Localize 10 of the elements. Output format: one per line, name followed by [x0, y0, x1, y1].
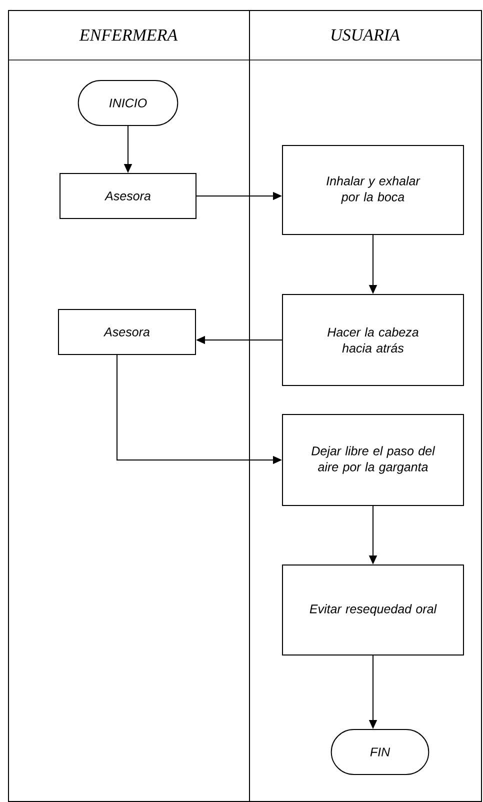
process-box: Hacer la cabeza hacia atrás — [282, 294, 464, 386]
process-box: Asesora — [60, 173, 196, 219]
process-box: Asesora — [58, 309, 196, 355]
process-box: Dejar libre el paso del aire por la garganta — [282, 414, 464, 506]
lane-header: ENFERMERA — [79, 29, 178, 41]
process-box: Evitar resequedad oral — [282, 564, 464, 656]
lane-header: USUARIA — [332, 29, 400, 41]
terminal-box: INICIO — [78, 80, 178, 126]
terminal-box: FIN — [330, 729, 430, 775]
process-box: Inhalar y exhalar por la boca — [282, 145, 464, 235]
